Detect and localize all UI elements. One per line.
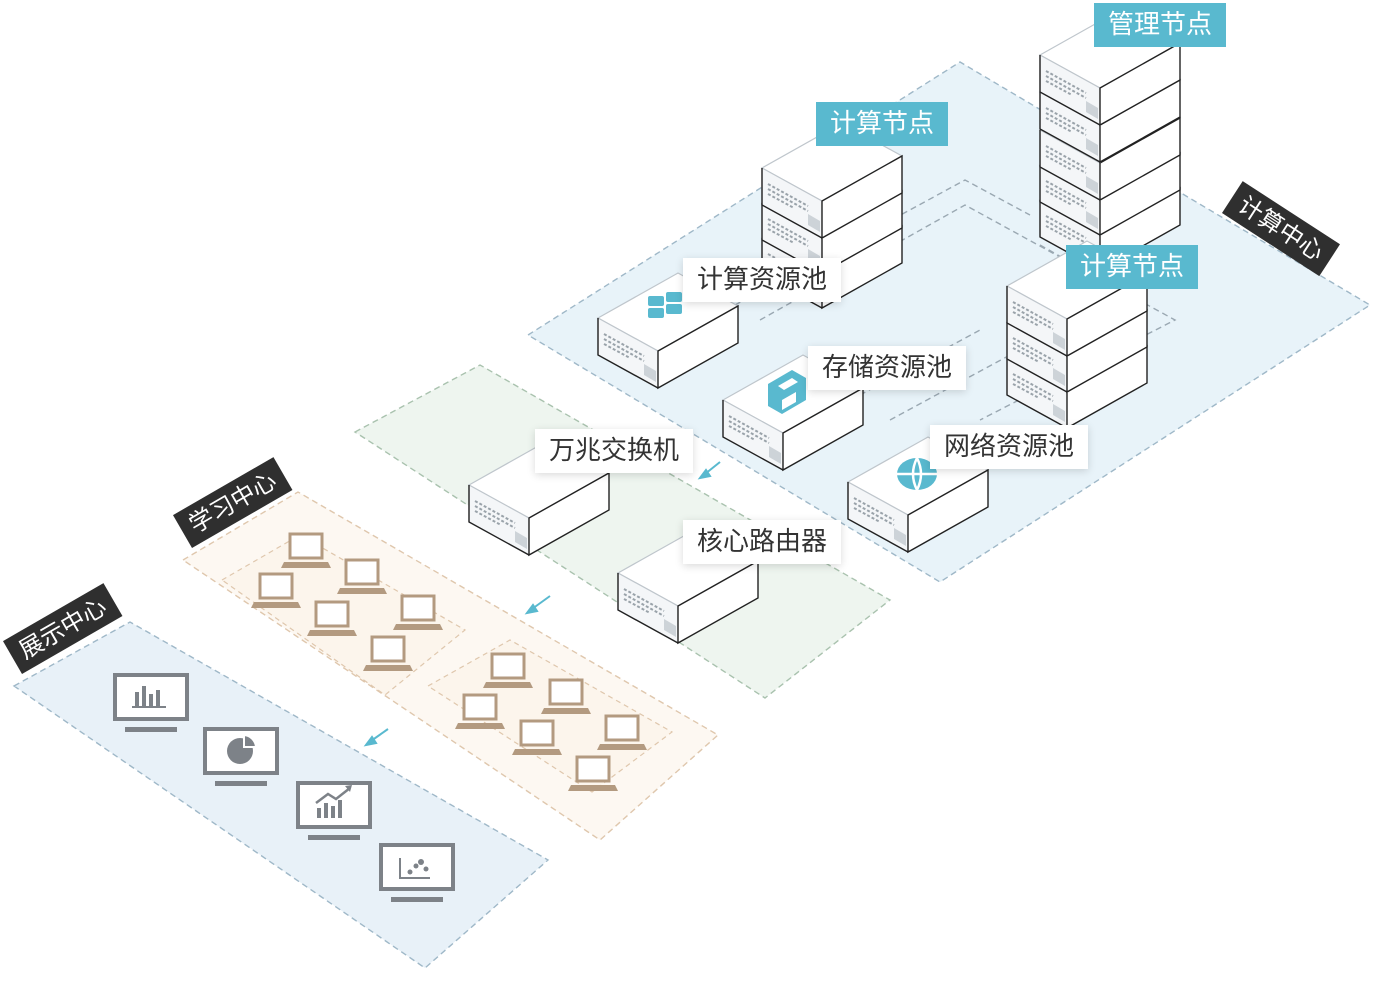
label-storage-pool: 存储资源池: [808, 346, 967, 390]
pie-chart-icon: [227, 733, 258, 764]
network-pool-server: [847, 436, 989, 553]
scatter-chart-icon: [399, 858, 430, 879]
display-monitor-2: [203, 727, 279, 788]
mgmt-node-stack: [1039, 9, 1181, 271]
study-subzone-b: [426, 639, 674, 793]
floppy-disk-icon: [768, 370, 806, 414]
storage-pool-server: [722, 354, 864, 471]
growth-chart-icon: [315, 785, 352, 818]
label-router: 核心路由器: [683, 520, 842, 564]
flow-arrows: [363, 461, 721, 747]
label-compute-node-2: 计算节点: [1066, 245, 1199, 289]
network-zone: [353, 364, 892, 699]
display-monitor-4: [379, 843, 455, 904]
calculator-icon: [648, 292, 682, 318]
display-monitor-3: [296, 781, 372, 842]
label-compute-pool: 计算资源池: [683, 258, 842, 302]
display-monitor-1: [113, 673, 189, 734]
label-network-pool: 网络资源池: [930, 425, 1089, 469]
compute-pool-server: [597, 272, 739, 389]
label-compute-node-1: 计算节点: [816, 102, 949, 146]
label-switch: 万兆交换机: [535, 429, 694, 473]
label-mgmt-node: 管理节点: [1094, 3, 1227, 47]
bar-chart-icon: [132, 686, 166, 708]
globe-icon: [897, 457, 937, 491]
